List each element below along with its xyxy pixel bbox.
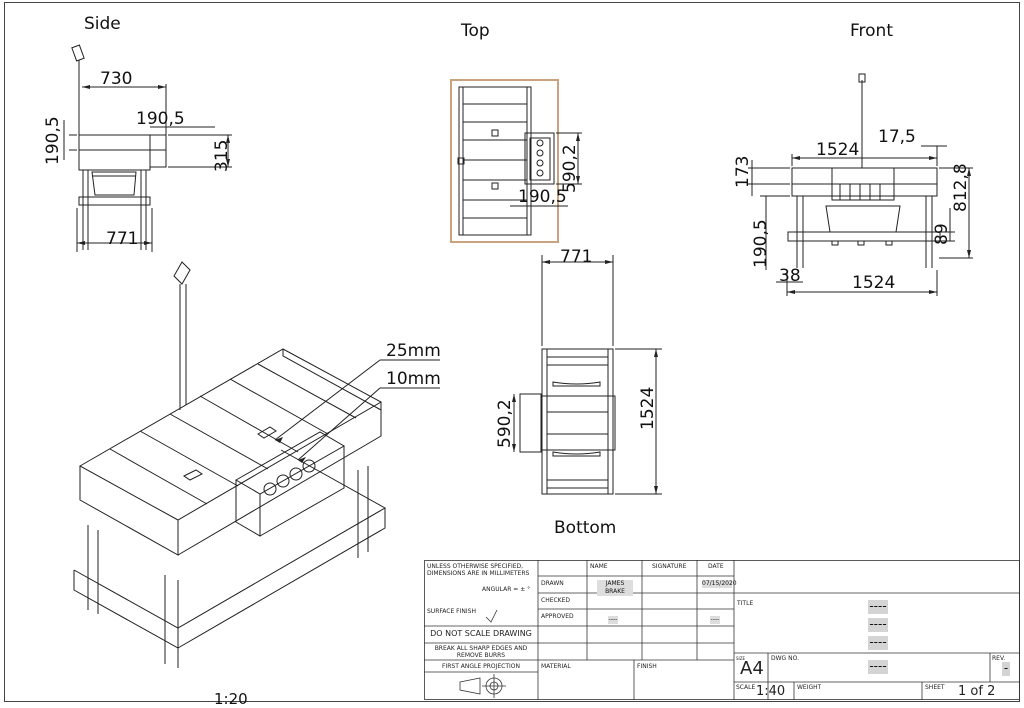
rev-label: REV. bbox=[992, 655, 1006, 662]
side-view-label: Side bbox=[84, 14, 121, 34]
sheet-label: SHEET bbox=[925, 684, 945, 691]
scale-value: 1:40 bbox=[756, 685, 786, 699]
projection-label: FIRST ANGLE PROJECTION bbox=[442, 663, 520, 670]
drawn-name: JAMES BRAKE bbox=[597, 580, 633, 596]
size-label: SIZE bbox=[736, 656, 745, 661]
sheet-number: 1 of 2 bbox=[958, 685, 996, 699]
surface-finish-label: SURFACE FINISH bbox=[427, 608, 476, 615]
dim-front-38: 38 bbox=[779, 266, 801, 286]
isometric-view bbox=[73, 261, 440, 668]
finish-label: FINISH bbox=[637, 663, 657, 670]
approved-date: ---- bbox=[710, 616, 720, 624]
dim-side-190-top: 190,5 bbox=[136, 109, 185, 129]
weight-label: WEIGHT bbox=[797, 684, 822, 691]
row-approved: APPROVED bbox=[541, 613, 574, 620]
dim-front-89: 89 bbox=[932, 223, 952, 245]
title-value-1: ---- bbox=[868, 599, 888, 614]
spec-note: UNLESS OTHERWISE SPECIFIED, DIMENSIONS A… bbox=[427, 563, 530, 577]
bottom-view-label: Bottom bbox=[554, 518, 617, 538]
title-value-2: ---- bbox=[868, 617, 888, 632]
break-edges-note: BREAK ALL SHARP EDGES AND REMOVE BURRS bbox=[434, 645, 528, 659]
title-block: UNLESS OTHERWISE SPECIFIED, DIMENSIONS A… bbox=[424, 560, 1020, 700]
angular-note: ANGULAR = ± ° bbox=[482, 586, 531, 593]
front-view bbox=[748, 73, 973, 296]
dim-side-315: 315 bbox=[212, 140, 232, 172]
drawn-date: 07/15/2020 bbox=[702, 580, 737, 588]
sheet-size: A4 bbox=[740, 659, 764, 679]
dwg-no-label: DWG NO. bbox=[771, 655, 799, 662]
dim-front-190: 190,5 bbox=[751, 219, 771, 268]
header-name: NAME bbox=[590, 563, 608, 570]
row-checked: CHECKED bbox=[541, 597, 571, 604]
surface-finish-icon bbox=[485, 609, 498, 623]
callout-10mm: 10mm bbox=[386, 369, 441, 389]
do-not-scale-note: DO NOT SCALE DRAWING bbox=[430, 629, 532, 638]
dim-bottom-1524: 1524 bbox=[638, 387, 658, 430]
front-view-label: Front bbox=[850, 21, 893, 41]
dim-side-730: 730 bbox=[100, 69, 132, 89]
scale-label: SCALE bbox=[736, 684, 756, 691]
dim-front-1524-bottom: 1524 bbox=[852, 273, 895, 293]
bottom-view bbox=[513, 255, 662, 495]
dim-side-771: 771 bbox=[106, 229, 138, 249]
callout-25mm: 25mm bbox=[386, 341, 441, 361]
side-view bbox=[63, 44, 232, 252]
dim-top-590: 590,2 bbox=[560, 144, 580, 193]
dim-front-1524-top: 1524 bbox=[816, 140, 859, 160]
material-label: MATERIAL bbox=[541, 663, 571, 670]
top-view-label: Top bbox=[461, 21, 490, 41]
dim-front-17: 17,5 bbox=[878, 127, 916, 147]
dim-side-190-left: 190,5 bbox=[43, 116, 63, 165]
header-signature: SIGNATURE bbox=[652, 563, 687, 570]
dim-top-190: 190,5 bbox=[518, 187, 567, 207]
rev-value: - bbox=[1002, 661, 1010, 676]
title-label: TITLE bbox=[737, 600, 754, 607]
projection-symbol-icon bbox=[459, 674, 506, 698]
dim-bottom-590: 590,2 bbox=[495, 399, 515, 448]
dwg-no-value: ---- bbox=[868, 659, 888, 674]
title-block-grid bbox=[424, 560, 1020, 700]
header-date: DATE bbox=[708, 563, 724, 570]
sheet-border bbox=[4, 2, 1020, 702]
title-value-3: ---- bbox=[868, 635, 888, 650]
row-drawn: DRAWN bbox=[541, 580, 564, 587]
dim-bottom-771: 771 bbox=[560, 247, 592, 267]
approved-name: ---- bbox=[608, 616, 618, 624]
dim-front-173: 173 bbox=[733, 156, 753, 188]
dim-front-812: 812,8 bbox=[951, 163, 971, 212]
top-view-highlight-box bbox=[450, 79, 559, 243]
top-view bbox=[450, 79, 582, 243]
